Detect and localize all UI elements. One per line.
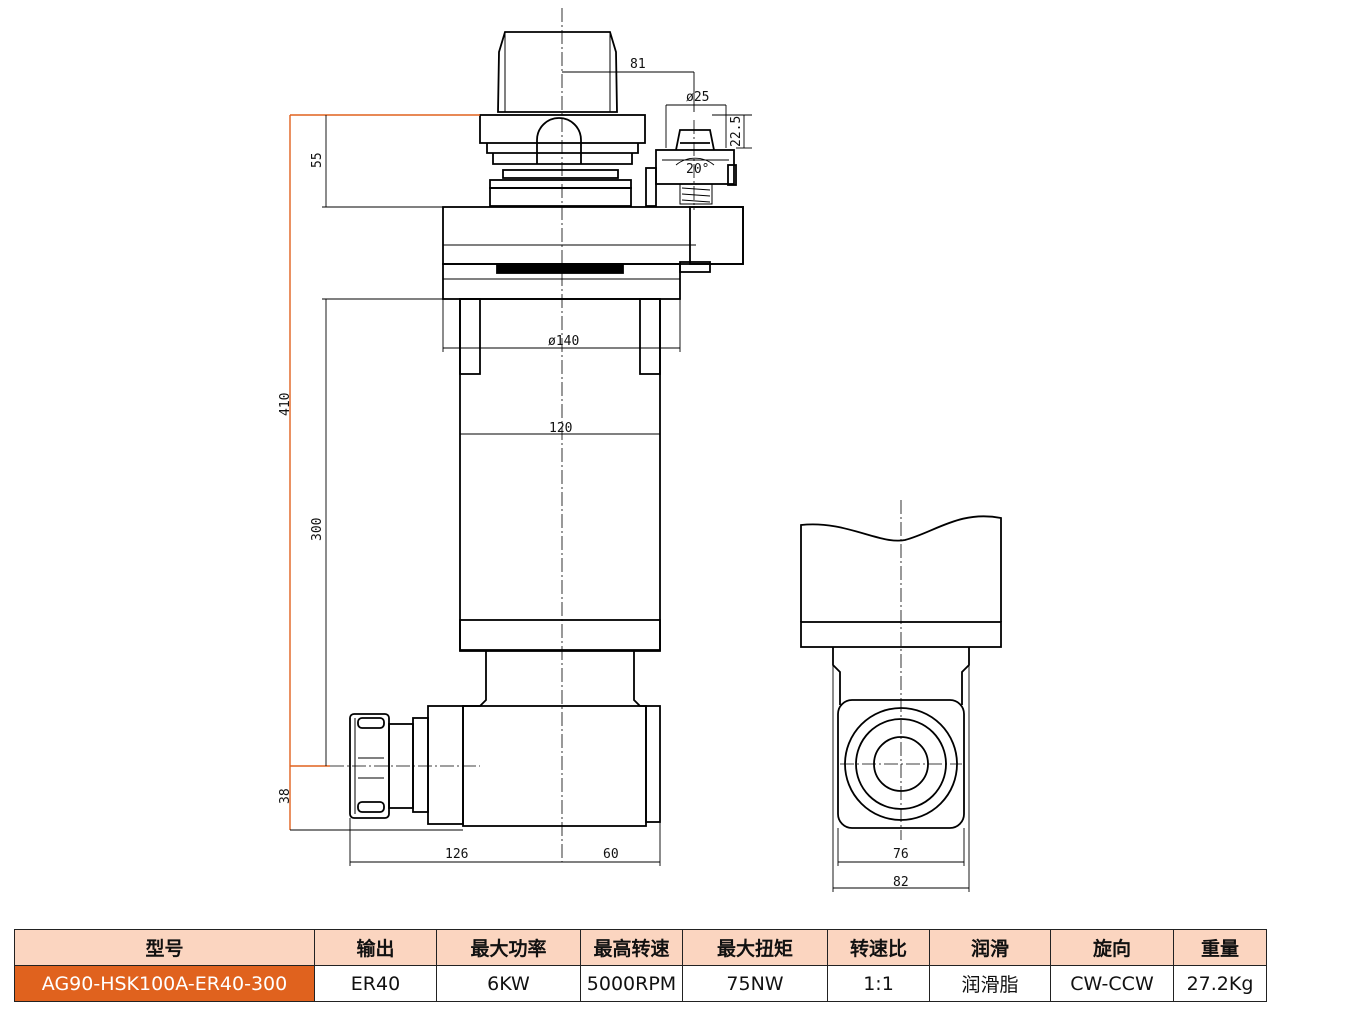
body-housing — [442, 206, 744, 265]
side-column-break — [800, 515, 1002, 622]
spec-header-row: 型号 输出 最大功率 最高转速 最大扭矩 转速比 润滑 旋向 重量 — [14, 929, 1267, 966]
header-lubrication: 润滑 — [929, 929, 1051, 966]
dim-81: 81 — [630, 57, 646, 72]
dim-dia-25: ø25 — [686, 90, 709, 105]
technical-drawing: 81 ø25 22.5 20° 55 410 ø140 120 300 38 1… — [278, 8, 1002, 892]
header-model: 型号 — [14, 929, 315, 966]
header-ratio: 转速比 — [827, 929, 930, 966]
angle-head-body — [462, 705, 647, 827]
cell-rotation: CW-CCW — [1050, 965, 1174, 1002]
dim-38: 38 — [278, 788, 293, 804]
flange-dome — [536, 117, 582, 164]
spec-data-row: AG90-HSK100A-ER40-300 ER40 6KW 5000RPM 7… — [14, 965, 1267, 1002]
gear-teeth — [496, 263, 624, 274]
header-max-torque: 最大扭矩 — [682, 929, 828, 966]
header-weight: 重量 — [1173, 929, 1267, 966]
cell-model: AG90-HSK100A-ER40-300 — [14, 965, 315, 1002]
flange — [479, 114, 646, 144]
dim-60: 60 — [603, 847, 619, 862]
dim-300: 300 — [310, 518, 325, 541]
spec-table: 型号 输出 最大功率 最高转速 最大扭矩 转速比 润滑 旋向 重量 AG90-H… — [14, 929, 1267, 1002]
er-collet-nut — [349, 705, 464, 825]
dim-120: 120 — [549, 421, 572, 436]
dim-55: 55 — [310, 152, 325, 168]
cell-max-speed: 5000RPM — [580, 965, 683, 1002]
orientation-pin — [645, 129, 737, 207]
dim-22-5: 22.5 — [729, 116, 744, 147]
front-view — [349, 31, 744, 827]
header-output: 输出 — [314, 929, 437, 966]
cell-ratio: 1:1 — [827, 965, 930, 1002]
cell-lubrication: 润滑脂 — [929, 965, 1051, 1002]
cell-output: ER40 — [314, 965, 437, 1002]
cell-weight: 27.2Kg — [1173, 965, 1267, 1002]
dim-410: 410 — [278, 393, 293, 416]
dim-20-deg: 20° — [686, 162, 709, 177]
cell-max-power: 6KW — [436, 965, 581, 1002]
header-max-speed: 最高转速 — [580, 929, 683, 966]
header-max-power: 最大功率 — [436, 929, 581, 966]
dim-76: 76 — [893, 847, 909, 862]
header-rotation: 旋向 — [1050, 929, 1174, 966]
dim-82: 82 — [893, 875, 909, 890]
main-column — [459, 298, 661, 652]
dim-126: 126 — [445, 847, 468, 862]
cell-max-torque: 75NW — [682, 965, 828, 1002]
dim-dia-140: ø140 — [548, 334, 579, 349]
